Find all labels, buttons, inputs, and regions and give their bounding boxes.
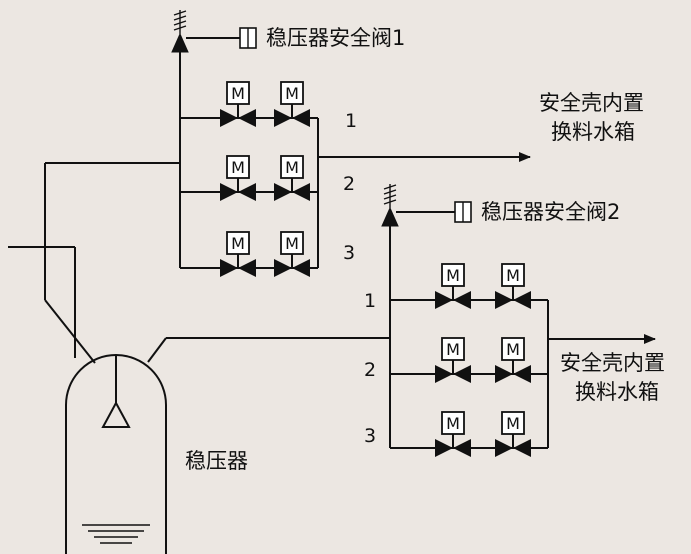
- motor-symbol: M: [285, 84, 299, 103]
- motor-valve-icon: M: [274, 231, 310, 277]
- motor-valve-icon: M: [435, 411, 471, 457]
- motor-valve-icon: M: [435, 337, 471, 383]
- motor-symbol: M: [506, 266, 520, 285]
- tank-2-label-line2: 换料水箱: [575, 380, 659, 404]
- line-number: 1: [364, 290, 376, 312]
- safety-valve-2-label: 稳压器安全阀2: [481, 200, 620, 224]
- tank-1-label-line1: 安全壳内置: [539, 91, 644, 115]
- motor-symbol: M: [506, 340, 520, 359]
- line-number: 2: [364, 359, 376, 381]
- motor-symbol: M: [285, 234, 299, 253]
- line-number: 2: [343, 173, 355, 195]
- motor-symbol: M: [506, 414, 520, 433]
- line-number: 3: [364, 425, 376, 447]
- relief-header-2: [147, 210, 391, 448]
- tank-2-label-line1: 安全壳内置: [560, 351, 665, 375]
- motor-symbol: M: [231, 158, 245, 177]
- motor-valve-icon: M: [274, 81, 310, 127]
- motor-valve-icon: M: [495, 337, 531, 383]
- motor-symbol: M: [231, 234, 245, 253]
- safety-valve-2-icon: [381, 184, 472, 227]
- motor-symbol: M: [446, 266, 460, 285]
- motor-valve-icon: M: [495, 411, 531, 457]
- motor-valve-icon: M: [495, 263, 531, 309]
- motor-valve-icon: M: [274, 155, 310, 201]
- level-triangle-icon: [101, 355, 131, 428]
- line-number: 3: [343, 242, 355, 264]
- relief-header-1: [45, 40, 181, 268]
- motor-symbol: M: [446, 340, 460, 359]
- tank-1-label-line2: 换料水箱: [551, 120, 635, 144]
- spray-line: [8, 163, 96, 364]
- line-number: 1: [345, 110, 357, 132]
- motor-valve-icon: M: [220, 81, 256, 127]
- motor-symbol: M: [285, 158, 299, 177]
- safety-valve-1-icon: [171, 10, 257, 53]
- motor-valve-icon: M: [220, 155, 256, 201]
- motor-symbol: M: [446, 414, 460, 433]
- motor-valve-icon: M: [220, 231, 256, 277]
- motor-symbol: M: [231, 84, 245, 103]
- motor-valve-icon: M: [435, 263, 471, 309]
- safety-valve-1-label: 稳压器安全阀1: [266, 26, 405, 50]
- pressurizer-label: 稳压器: [185, 449, 248, 473]
